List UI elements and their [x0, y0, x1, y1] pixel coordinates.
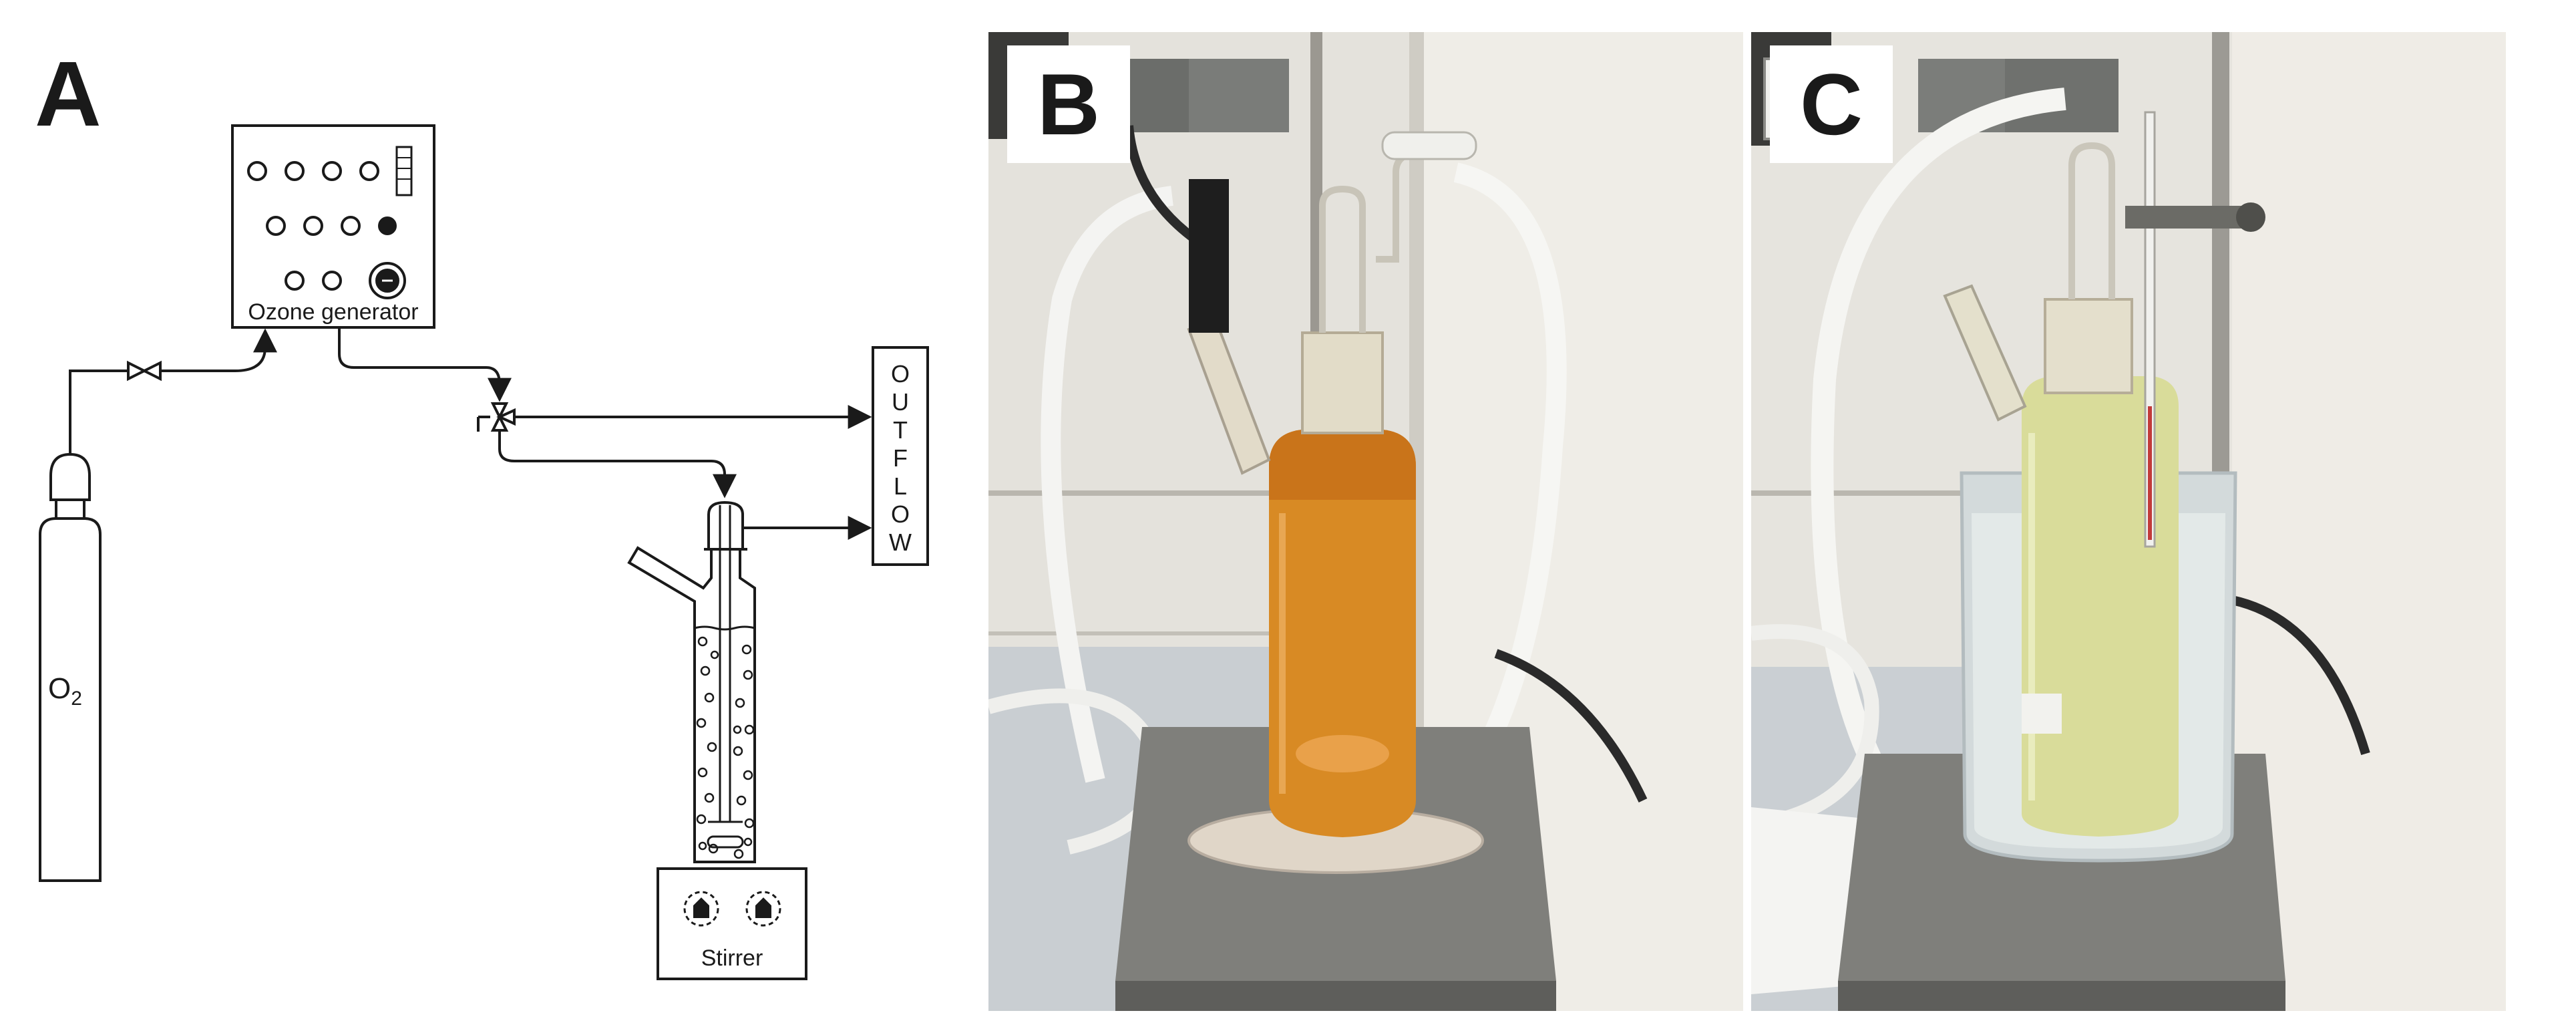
schematic-panel: A [0, 0, 962, 1031]
svg-text:L: L [894, 472, 907, 500]
svg-text:T: T [893, 416, 908, 444]
stirrer-label: Stirrer [701, 945, 763, 971]
oxygen-valve [127, 360, 162, 382]
panel-letter-a: A [35, 43, 102, 146]
svg-text:O: O [891, 500, 910, 528]
photo-panel-c: C [1751, 32, 2506, 1011]
oxygen-cylinder [39, 452, 102, 882]
ozone-line [338, 327, 512, 402]
ozonation-setup-diagram: Ozone generator O2 O U T F L O W Stirrer [39, 124, 929, 980]
gas-bubbles [696, 636, 755, 859]
outflow-label: O U T F L O W [889, 360, 912, 556]
svg-text:O: O [891, 360, 910, 388]
panel-letter-c: C [1770, 45, 1893, 163]
ozone-generator-label: Ozone generator [248, 299, 418, 325]
svg-text:W: W [889, 529, 912, 556]
oxygen-line [69, 370, 235, 454]
reactor-photo-orange [988, 32, 1743, 1011]
o2-label: O2 [48, 672, 82, 710]
reactor-photo-pale [1751, 32, 2506, 1011]
outflow-box [872, 346, 929, 566]
bubble-reactor [627, 500, 756, 863]
three-way-valve [477, 402, 516, 432]
reactor-inlet-line [498, 430, 737, 498]
photo-panel-b: B [988, 32, 1743, 1011]
panel-letter-b: B [1007, 45, 1130, 163]
magnetic-stirrer [657, 867, 807, 980]
ozone-generator [231, 124, 435, 329]
svg-text:U: U [892, 388, 909, 416]
svg-text:F: F [893, 444, 908, 472]
